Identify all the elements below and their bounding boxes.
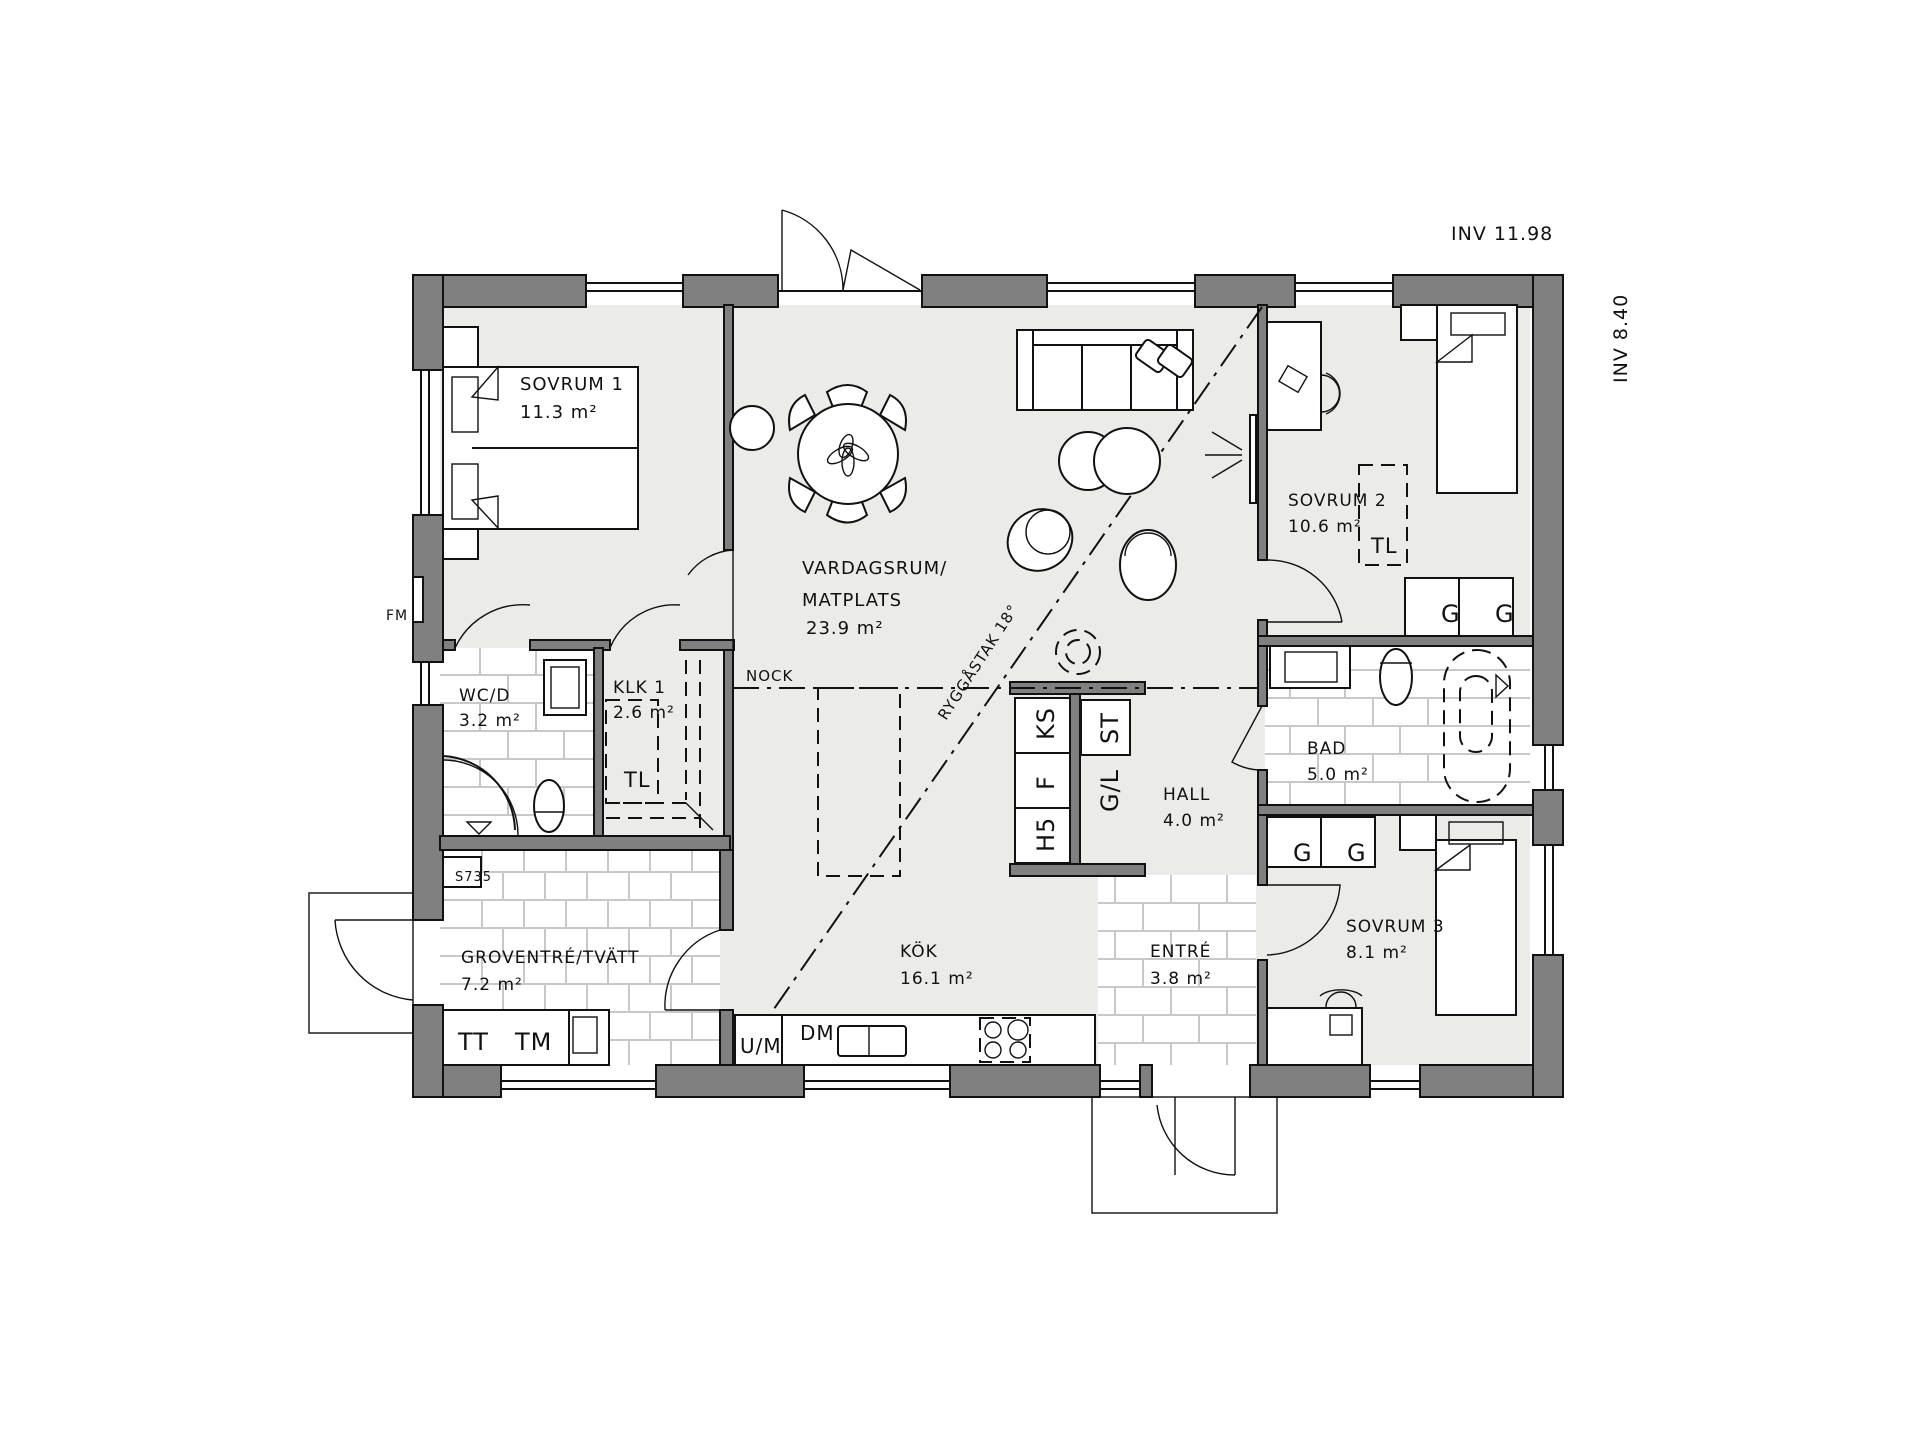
groventre-fixtures: [442, 856, 610, 1066]
room-name-sovrum3: SOVRUM 3: [1346, 917, 1445, 937]
um-label: U/M: [740, 1034, 782, 1058]
room-name-sovrum2: SOVRUM 2: [1288, 491, 1387, 511]
door-swings: [442, 414, 1343, 1011]
sink: [837, 1025, 907, 1057]
room-area-wcd: 3.2 m²: [459, 711, 521, 731]
room-area-kok: 16.1 m²: [900, 969, 974, 989]
fixture-labels: TL TL G G G G KS F H5 ST G/L S735 TT TM …: [455, 534, 1515, 1058]
single-bed: [1436, 304, 1518, 494]
room-name-wcd: WC/D: [459, 686, 511, 706]
room-name-kok: KÖK: [900, 940, 938, 962]
ceiling-light: [1055, 629, 1101, 675]
attic-hatch: [817, 687, 901, 877]
gl-label: G/L: [1096, 769, 1124, 812]
room-name-entre: ENTRÉ: [1150, 940, 1211, 962]
room-name-bad: BAD: [1307, 739, 1346, 759]
ks-label: KS: [1032, 707, 1060, 740]
room-name-vardagsrum: VARDAGSRUM/: [802, 558, 947, 579]
room-area-entre: 3.8 m²: [1150, 969, 1212, 989]
kitchen-counter: [734, 1014, 1096, 1066]
room-area-sovrum2: 10.6 m²: [1288, 517, 1362, 537]
s735-unit: [442, 856, 482, 888]
sovrum3-bed: [1435, 839, 1517, 1016]
nock-label: NOCK: [746, 667, 794, 685]
windows: [420, 282, 1554, 1090]
kitchen-cabinets: [1014, 697, 1131, 864]
roof-lines: [733, 306, 1263, 1066]
desk: [1266, 321, 1322, 431]
tl-sovrum2-label: TL: [1370, 534, 1398, 558]
fm-box: [412, 576, 424, 623]
bad-fixtures: [1269, 645, 1511, 803]
room-area-sovrum1: 11.3 m²: [520, 402, 598, 423]
sovrum3-furniture: [1266, 814, 1517, 1066]
utility-sink: [568, 1009, 610, 1066]
armchairs: [1006, 508, 1177, 601]
room-area-sovrum3: 8.1 m²: [1346, 943, 1408, 963]
dining-set: [729, 384, 907, 524]
room-name2-vardagsrum: MATPLATS: [802, 590, 902, 611]
dm-label: DM: [800, 1021, 835, 1045]
room-area-bad: 5.0 m²: [1307, 765, 1369, 785]
h5-label: H5: [1032, 817, 1060, 852]
washbasin: [543, 659, 587, 716]
s735-label: S735: [455, 870, 492, 885]
exterior-landings: [308, 892, 1278, 1214]
inv-vertical-label: INV 8.40: [1610, 294, 1632, 383]
garderob-label-4: G: [1347, 839, 1367, 867]
tm-label: TM: [514, 1028, 552, 1056]
exterior-walls: [412, 274, 1564, 1098]
garderob-label-2: G: [1495, 600, 1515, 628]
bathtub: [1443, 649, 1511, 803]
inv-horizontal-label: INV 11.98: [1451, 223, 1553, 245]
f-label: F: [1032, 775, 1060, 790]
room-labels: SOVRUM 1 11.3 m² VARDAGSRUM/ MATPLATS 23…: [459, 374, 1445, 995]
fm-label: FM: [386, 608, 408, 624]
sovrum2-furniture: [1266, 304, 1518, 637]
interior-walls: [439, 304, 1534, 1066]
klk-fixtures: [605, 660, 714, 831]
room-name-hall: HALL: [1163, 785, 1210, 805]
ridge-roof-line: [734, 306, 1263, 1066]
room-name-sovrum1: SOVRUM 1: [520, 374, 624, 395]
room-area-klk1: 2.6 m²: [613, 703, 675, 723]
tl-klk-label: TL: [623, 768, 651, 792]
toilet: [533, 779, 565, 833]
tile-pattern: [440, 648, 1530, 1065]
entre-floor: [1098, 875, 1256, 1065]
sovrum1-furniture: [442, 326, 639, 560]
garderob-label-1: G: [1441, 600, 1461, 628]
coffee-tables: [1058, 427, 1161, 495]
tl-hatch: [1358, 464, 1408, 566]
tt-label: TT: [457, 1028, 489, 1056]
stove: [979, 1017, 1031, 1063]
room-area-vardagsrum: 23.9 m²: [806, 618, 884, 639]
room-area-hall: 4.0 m²: [1163, 811, 1225, 831]
room-name-klk1: KLK 1: [613, 678, 666, 698]
sofa: [1016, 329, 1194, 411]
sovrum3-desk: [1266, 1007, 1363, 1066]
room-area-groventre: 7.2 m²: [461, 975, 523, 995]
garderob-label-3: G: [1293, 839, 1313, 867]
bad-toilet: [1379, 648, 1413, 706]
st-label: ST: [1096, 712, 1124, 744]
wcd-fixtures: [442, 659, 587, 835]
room-name-groventre: GROVENTRÉ/TVÄTT: [461, 946, 640, 968]
patio-door: [778, 209, 922, 292]
